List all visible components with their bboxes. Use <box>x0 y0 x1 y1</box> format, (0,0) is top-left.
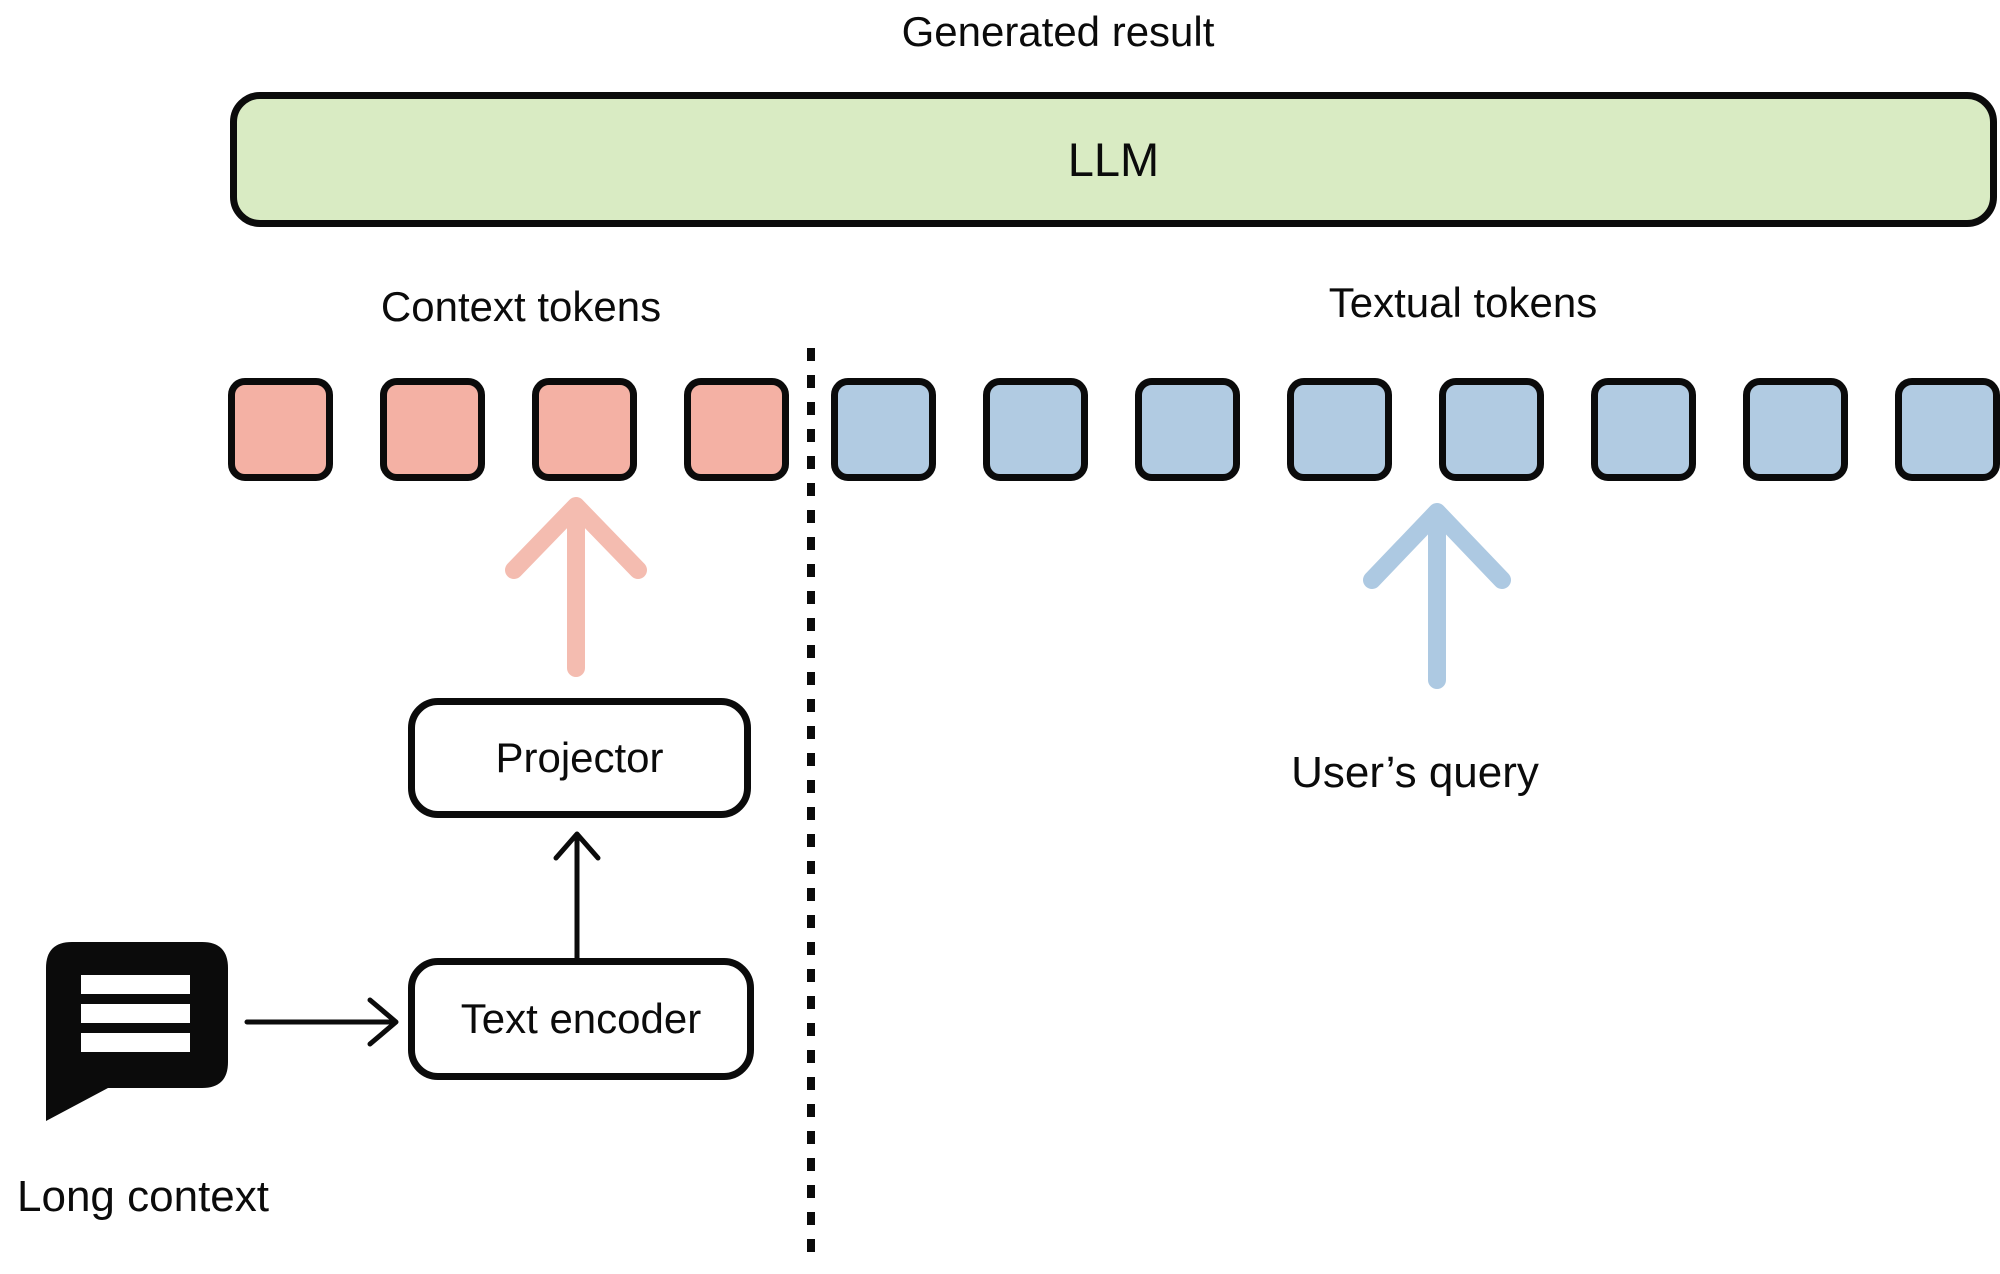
textual-token <box>1743 378 1848 481</box>
generated-result-label: Generated result <box>901 8 1215 55</box>
context-token <box>684 378 789 481</box>
text-encoder-label: Text encoder <box>460 995 702 1042</box>
chat-bubble-line <box>81 1004 190 1023</box>
context-token <box>228 378 333 481</box>
blue-up-arrow-icon <box>1363 503 1511 689</box>
encoder-to-projector-arrow <box>553 831 601 961</box>
context-token <box>532 378 637 481</box>
chat-bubble-icon <box>46 942 228 1121</box>
pink-up-arrow-icon <box>505 497 647 677</box>
context-to-encoder-arrow <box>244 997 399 1047</box>
textual-token <box>1135 378 1240 481</box>
textual-tokens-label: Textual tokens <box>1328 279 1598 326</box>
chat-bubble-line <box>81 1033 190 1052</box>
llm-label: LLM <box>1067 133 1160 186</box>
chat-bubble-line <box>81 975 190 994</box>
textual-token <box>1895 378 2000 481</box>
textual-token <box>983 378 1088 481</box>
textual-token <box>1287 378 1392 481</box>
textual-token <box>1439 378 1544 481</box>
textual-token <box>831 378 936 481</box>
users-query-label: User’s query <box>1291 748 1539 797</box>
text-encoder-box: Text encoder <box>408 958 754 1080</box>
textual-token <box>1591 378 1696 481</box>
textual-token-row <box>831 378 2000 481</box>
context-token-row <box>228 378 789 481</box>
projector-label: Projector <box>495 734 664 781</box>
context-token <box>380 378 485 481</box>
projector-box: Projector <box>408 698 751 818</box>
context-tokens-label: Context tokens <box>380 283 662 330</box>
llm-box: LLM <box>230 92 1997 227</box>
long-context-label: Long context <box>17 1172 269 1221</box>
chat-bubble-body <box>46 942 228 1121</box>
